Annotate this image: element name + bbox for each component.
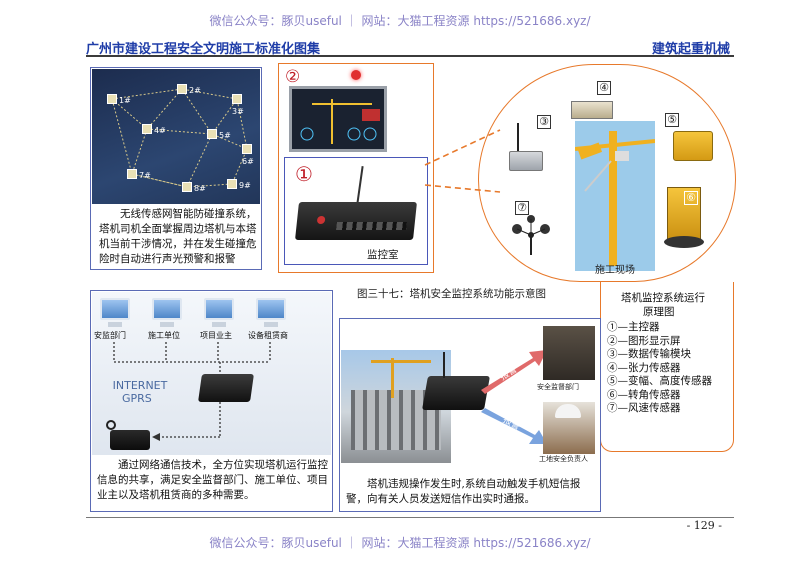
network-caption: 通过网络通信技术，全方位实现塔机运行监控信息的共享，满足安全监督部门、施工单位、… [97,459,328,501]
person-label: 安全监督部门 [537,383,579,391]
marker-7: ⑦ [515,201,529,215]
crane-node-1 [107,94,117,104]
crane-node-4 [142,124,152,134]
cable-icon [106,420,116,430]
internet-label: INTERNET [112,379,168,392]
computer-icon [152,298,182,320]
person-label: 工地安全负责人 [539,455,588,463]
crane-node-7 [127,169,137,179]
gprs-text: GPRS [122,392,152,405]
computer-icon [204,298,234,320]
node-label: 7# [139,171,151,180]
legend-item: ⑤—变幅、高度传感器 [607,375,712,387]
pc-label: 项目业主 [200,331,232,340]
pc-label: 设备租赁商 [248,331,288,340]
node-label: 2# [189,86,201,95]
anticollision-map-image: 1# 2# 3# 4# 5# 6# 7# 8# 9# [92,69,260,204]
page-number: - 129 - [686,519,722,532]
gprs-modem-image [110,430,150,450]
construction-site-bubble: 施工现场 ③ ④ ⑤ ⑥ ⑦ [478,64,736,282]
marker-2: ② [285,67,301,87]
computer-stand [160,322,174,327]
controller-device-image [422,376,490,410]
anticollision-panel: 1# 2# 3# 4# 5# 6# 7# 8# 9# 无线传感网智能防碰撞系统，… [90,67,262,270]
legend-subtitle: 原理图 [643,306,675,318]
legend-item: ②—图形显示屏 [607,334,681,347]
computer-stand [108,322,122,327]
network-panel: 安监部门 施工单位 项目业主 设备租赁商 INTERNET GPRS [90,290,333,512]
antenna-icon [356,166,364,204]
pc-label: 安监部门 [94,331,126,340]
node-label: 3# [232,107,244,116]
antenna-icon [443,352,445,378]
crane-node-5 [207,129,217,139]
monitor-room-label: 监控室 [367,249,399,261]
crane-node-3 [232,94,242,104]
tension-sensor-image [571,101,613,119]
display-screen-image [289,86,387,152]
node-label: 6# [242,157,254,166]
marker-4: ④ [597,81,611,95]
safety-supervisor-photo [543,326,595,380]
computer-stand [212,322,226,327]
document-title: 广州市建设工程安全文明施工标准化图集 [86,42,321,57]
node-label: 5# [219,131,231,140]
alarm-caption: 塔机违规操作发生时,系统自动触发手机短信报警，向有关人员发送短信作出实时通报。 [346,478,581,505]
legend-list: ①—主控器 ②—图形显示屏 ③—数据传输模块 ④—张力传感器 ⑤—变幅、高度传感… [607,321,712,416]
computer-icon [256,298,286,320]
marker-3: ③ [537,115,551,129]
figure-caption: 图三十七：塔机安全监控系统功能示意图 [357,288,546,300]
site-safety-officer-photo [543,402,595,454]
controller-device-image [295,202,417,240]
internet-gprs-label: INTERNET [110,380,170,392]
legend-panel: 塔机监控系统运行 原理图 ①—主控器 ②—图形显示屏 ③—数据传输模块 ④—张力… [600,282,734,452]
alarm-panel: 报警 报警 安全监督部门 工地安全负责人 塔机违规操作发生时,系统自动触发手机短… [339,318,601,512]
antenna-icon [517,123,519,155]
marker-1: ① [295,162,313,186]
alarm-arrows [481,350,547,444]
legend-item: ④—张力传感器 [607,361,681,374]
site-label: 施工现场 [595,265,635,276]
alarm-diagram-image: 报警 报警 安全监督部门 工地安全负责人 [341,320,599,463]
legend-item: ①—主控器 [607,321,660,333]
node-label: 1# [119,96,131,105]
legend-item: ③—数据传输模块 [607,348,691,360]
crane-node-8 [182,182,192,192]
luffing-height-sensor-image [673,131,713,161]
crane-node-9 [227,179,237,189]
crane-display-graphic [292,89,384,149]
crane-node-2 [177,84,187,94]
node-label: 9# [239,181,251,190]
slewing-sensor-image [664,187,704,248]
alarm-light-icon [351,70,361,80]
section-title: 建筑起重机械 [651,42,730,57]
legend-item: ⑥—转角传感器 [607,388,681,401]
marker-6: ⑥ [684,191,698,205]
legend-title: 塔机监控系统运行 [621,292,705,304]
marker-5: ⑤ [665,113,679,127]
main-controller-box: ① 监控室 [284,157,428,265]
footer-rule [86,517,734,518]
node-label: 4# [154,126,166,135]
controller-device-image [198,374,254,402]
crane-node-6 [242,144,252,154]
monitor-room-panel: ② ① 监控室 [278,63,434,273]
anticollision-caption: 无线传感网智能防碰撞系统，塔机司机全面掌握周边塔机与本塔机当前干涉情况，并在发生… [99,208,257,265]
network-diagram-image: 安监部门 施工单位 项目业主 设备租赁商 INTERNET GPRS [92,292,331,455]
computer-icon [100,298,130,320]
building-site-photo [341,350,451,463]
watermark-top: 微信公众号：豚贝useful ｜ 网站：大猫工程资源 https://52168… [209,14,591,28]
data-transmission-module-image [509,151,543,171]
legend-item: ⑦—风速传感器 [607,402,681,414]
tower-crane-image [575,121,655,271]
pc-label: 施工单位 [148,331,180,340]
header-rule [86,55,734,57]
anemometer-icon [512,215,550,255]
computer-stand [264,322,278,327]
watermark-bottom: 微信公众号：豚贝useful ｜ 网站：大猫工程资源 https://52168… [209,536,591,550]
sensor-network-lines [111,88,248,188]
node-label: 8# [194,184,206,193]
